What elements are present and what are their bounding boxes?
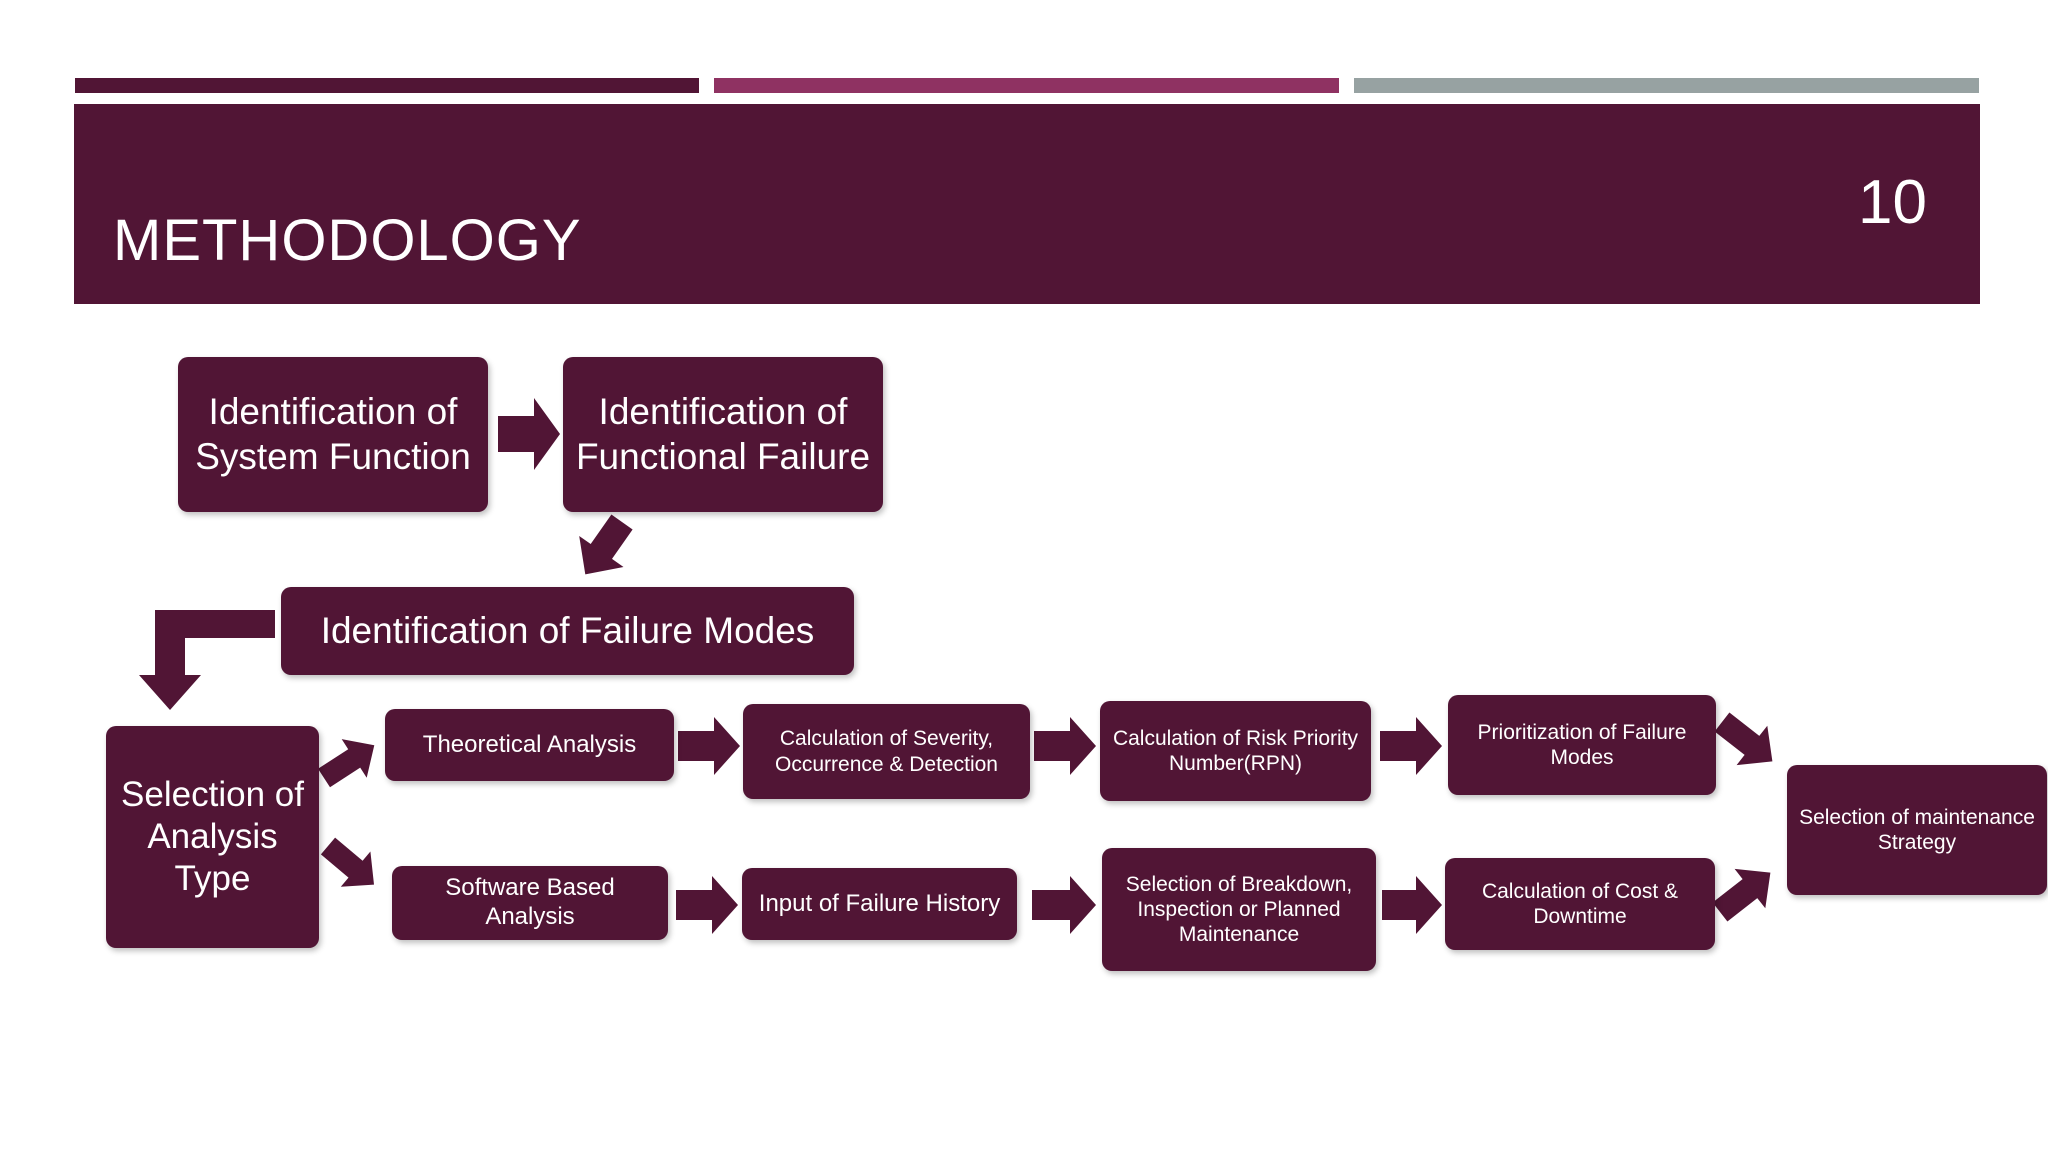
arrow-down-left-icon bbox=[579, 514, 633, 575]
node-severity-calculation: Calculation of Severity, Occurrence & De… bbox=[743, 704, 1030, 799]
node-theoretical-analysis: Theoretical Analysis bbox=[385, 709, 674, 781]
slide-number: 10 bbox=[1858, 168, 1927, 237]
arrow-right-icon bbox=[678, 717, 740, 775]
arrow-right-icon bbox=[498, 398, 560, 470]
decor-bar-dark bbox=[75, 78, 699, 93]
decor-bar-magenta bbox=[714, 78, 1339, 93]
node-system-function: Identification of System Function bbox=[178, 357, 488, 512]
arrow-right-icon bbox=[1380, 717, 1442, 775]
node-rpn-calculation: Calculation of Risk Priority Number(RPN) bbox=[1100, 701, 1371, 801]
arrow-down-right-icon bbox=[1714, 712, 1773, 766]
slide-title: METHODOLOGY bbox=[113, 208, 582, 273]
node-maintenance-strategy: Selection of maintenance Strategy bbox=[1787, 765, 2047, 895]
title-banner bbox=[74, 104, 1980, 304]
node-maintenance-selection: Selection of Breakdown, Inspection or Pl… bbox=[1102, 848, 1376, 971]
arrow-up-right-icon bbox=[318, 739, 375, 788]
arrow-right-icon bbox=[1032, 876, 1096, 934]
node-analysis-type: Selection of Analysis Type bbox=[106, 726, 319, 948]
node-failure-history: Input of Failure History bbox=[742, 868, 1017, 940]
elbow-arrow-icon bbox=[139, 610, 275, 710]
node-cost-downtime: Calculation of Cost & Downtime bbox=[1445, 858, 1715, 950]
arrow-right-icon bbox=[676, 876, 738, 934]
node-prioritization: Prioritization of Failure Modes bbox=[1448, 695, 1716, 795]
node-software-analysis: Software Based Analysis bbox=[392, 866, 668, 940]
arrow-right-icon bbox=[1034, 717, 1096, 775]
node-failure-modes: Identification of Failure Modes bbox=[281, 587, 854, 675]
node-functional-failure: Identification of Functional Failure bbox=[563, 357, 883, 512]
arrow-right-icon bbox=[1382, 876, 1442, 934]
arrow-up-right-icon bbox=[1712, 868, 1771, 922]
decor-bar-gray bbox=[1354, 78, 1979, 93]
arrow-down-right-icon bbox=[320, 837, 374, 887]
